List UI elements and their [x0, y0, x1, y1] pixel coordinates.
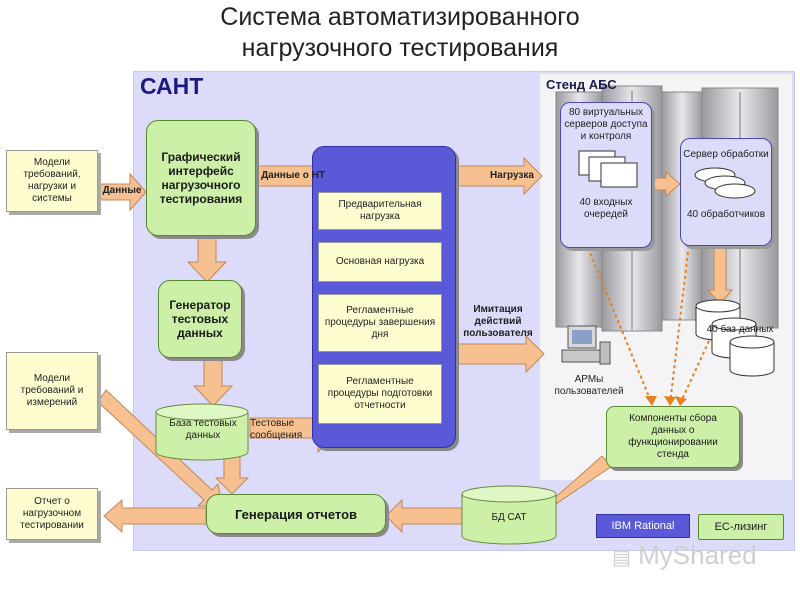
watermark-icon: ▤ — [612, 547, 631, 569]
virtual-servers-box: 80 виртуальных серверов доступа и контро… — [560, 102, 652, 248]
test-db-label: База тестовых данных — [169, 418, 237, 441]
reports-block: Генерация отчетов — [206, 494, 386, 534]
arrow-reports-out — [103, 498, 207, 534]
handler-disks-icon — [694, 167, 756, 199]
dotted-db-collector — [679, 329, 715, 405]
stend-label: Стенд АБС — [546, 77, 617, 92]
title-line-1: Система автоматизированного — [220, 3, 580, 31]
es-leasing-badge: ЕС-лизинг — [698, 514, 784, 540]
sant-label: САНТ — [140, 73, 204, 99]
input-queues-label: 40 входных очередей — [579, 197, 633, 220]
watermark: ▤ MyShared — [612, 540, 757, 571]
ibm-rational-badge: IBM Rational — [596, 514, 690, 538]
load-type-reporting: Регламентные процедуры подготовки отчетн… — [318, 364, 442, 424]
queue-documents-icon — [578, 150, 638, 188]
page-title: Система автоматизированного нагрузочного… — [0, 2, 800, 64]
arrow-generator-db — [192, 359, 234, 407]
bd-sat-label: БД САТ — [491, 512, 527, 523]
load-type-main: Основная нагрузка — [318, 242, 442, 282]
gui-block: Графический интерфейс нагрузочного тести… — [146, 120, 256, 236]
arrow-load — [457, 156, 543, 196]
load-type-preliminary: Предварительная нагрузка — [318, 192, 442, 230]
arrow-label-data: Данные — [102, 185, 142, 196]
handlers-label: 40 обработчиков — [686, 209, 766, 220]
arrow-db-reports — [214, 455, 250, 495]
arrow-label-load: Нагрузка — [490, 170, 534, 181]
server-processing-box: Сервер обработки 40 обработчиков — [680, 138, 772, 246]
collectors-box: Компоненты сбора данных о функционирован… — [606, 406, 740, 468]
arrow-data — [97, 172, 147, 212]
arrow-label-imitation: Имитация действий пользователя — [463, 304, 533, 339]
doc-models-load: Модели требований, нагрузки и системы — [6, 150, 98, 212]
dotted-handlers-collector — [669, 251, 689, 405]
title-line-2: нагрузочного тестирования — [241, 34, 559, 62]
arrow-handlers-db — [706, 245, 734, 305]
server-processing-label: Сервер обработки — [683, 149, 769, 160]
arrow-label-data-nt: Данные о НТ — [261, 170, 325, 181]
arrow-bdsat-reports — [385, 498, 463, 534]
generator-block: Генератор тестовых данных — [158, 280, 242, 358]
doc-report-out: Отчет о нагрузочном тестировании — [6, 488, 98, 540]
doc-models-measure: Модели требований и измерений — [6, 352, 98, 430]
databases-label: 40 баз данных — [706, 324, 774, 335]
arrow-imitation — [457, 334, 545, 374]
load-type-day-end: Регламентные процедуры завершения дня — [318, 294, 442, 352]
virtual-servers-label: 80 виртуальных серверов доступа и контро… — [564, 107, 648, 142]
arm-label: АРМы пользователей — [554, 374, 624, 397]
dotted-queue-collector — [587, 247, 653, 405]
arrow-label-test-messages: Тестовые сообщения — [250, 418, 303, 441]
watermark-text: MyShared — [638, 540, 757, 570]
arrow-gui-generator — [186, 235, 228, 283]
